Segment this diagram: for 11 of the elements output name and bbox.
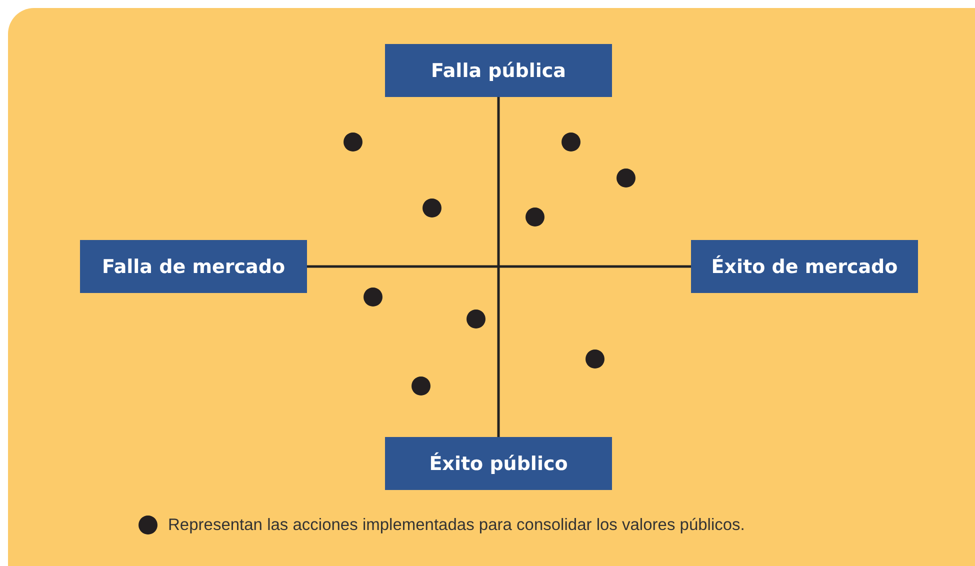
axis-line [307, 265, 691, 268]
axis-line [497, 97, 500, 437]
label-box [385, 44, 612, 97]
box-label: Falla pública [431, 60, 566, 82]
label-box [691, 240, 918, 293]
box-label: Falla de mercado [102, 256, 286, 278]
legend-text: Representan las acciones implementadas para consolidar los valores públicos. [168, 516, 745, 534]
box-label: Éxito de mercado [711, 256, 898, 278]
label-box [385, 437, 612, 490]
box-label: Éxito público [429, 452, 568, 474]
label-box [80, 240, 307, 293]
